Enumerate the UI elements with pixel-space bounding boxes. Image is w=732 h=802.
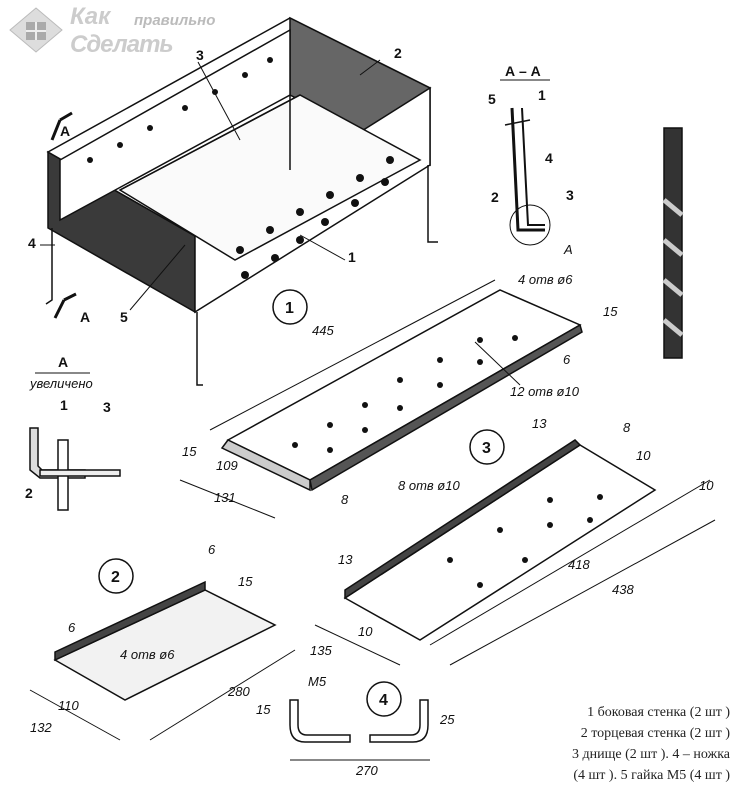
logo-word-3: Сделать	[70, 31, 174, 58]
part-3-dim-10-a: 10	[636, 448, 651, 463]
section-a-a: А – А 5 1 4 2 3 А	[488, 63, 574, 257]
part-2-dim-6-top: 6	[208, 542, 216, 557]
part-2-holes: 4 отв ø6	[120, 647, 175, 662]
section-title: А – А	[505, 63, 541, 79]
part-2-width-inner: 110	[58, 698, 79, 713]
detail-title: А	[58, 354, 68, 370]
part-2-height: 15	[238, 574, 253, 589]
detail-label-2: 2	[25, 485, 33, 501]
part-3-number: 3	[482, 440, 491, 457]
assembly-label-a-bottom: А	[80, 309, 90, 325]
part-4-length: 270	[355, 763, 378, 778]
part-1-flange: 6	[563, 352, 571, 367]
part-4-thread: M5	[308, 674, 327, 689]
parts-legend: 1 боковая стенка (2 шт ) 2 торцевая стен…	[505, 702, 730, 786]
part-3-width: 135	[310, 643, 332, 658]
part-4-height-left: 15	[256, 702, 271, 717]
part-3-holes: 8 отв ø10	[398, 478, 460, 493]
part-4-number: 4	[379, 692, 388, 709]
assembly-label-1: 1	[348, 249, 356, 265]
part-3-dim-13-left: 13	[338, 552, 353, 567]
section-label-2: 2	[491, 189, 499, 205]
drill-bit-image	[662, 127, 684, 359]
assembly-label-3: 3	[196, 47, 204, 63]
part-1-flange-bottom: 8	[341, 492, 349, 507]
part-3-dim-13-top: 13	[532, 416, 547, 431]
part-1-number: 1	[285, 300, 294, 317]
section-label-1: 1	[538, 87, 546, 103]
logo-word-2: правильно	[134, 12, 216, 29]
part-3-length-outer: 438	[612, 582, 634, 597]
section-label-4: 4	[545, 150, 553, 166]
part-1-height-left: 15	[182, 444, 197, 459]
part-1-length: 445	[312, 323, 334, 338]
section-label-a: А	[563, 242, 573, 257]
assembly-label-a-top: А	[60, 123, 70, 139]
part-3-bottom: 3 13 8 10 10 8 отв ø10 418 438 13 10 135	[310, 416, 716, 666]
assembly-label-4: 4	[28, 235, 36, 251]
house-icon	[9, 7, 63, 53]
detail-label-3: 3	[103, 399, 111, 415]
part-1-side-wall: 1 445 4 отв ø6 15 6 12 отв ø10 15 109 13…	[179, 272, 618, 519]
part-1-holes-small: 4 отв ø6	[518, 272, 573, 287]
part-2-number: 2	[111, 569, 120, 586]
logo-word-1: Как	[70, 3, 111, 30]
section-label-5: 5	[488, 91, 496, 107]
part-2-width-outer: 132	[30, 720, 52, 735]
site-logo: Как правильно Сделать	[8, 3, 215, 64]
legend-line-1: 1 боковая стенка (2 шт )	[587, 705, 730, 720]
part-1-holes-large: 12 отв ø10	[510, 384, 580, 399]
part-1-width-outer: 131	[214, 490, 236, 505]
legend-line-3: 3 днище (2 шт ). 4 – ножка	[572, 747, 730, 762]
assembly-label-2: 2	[394, 45, 402, 61]
part-3-dim-8: 8	[623, 420, 631, 435]
part-3-dim-10-b: 10	[699, 478, 714, 493]
part-2-end-wall: 2 6 15 6 4 отв ø6 280 110 132	[29, 542, 296, 741]
assembly-view: 3 2 А 4 А 5 1	[28, 16, 438, 386]
assembly-label-5: 5	[120, 309, 128, 325]
part-3-dim-10-left: 10	[358, 624, 373, 639]
detail-a: А увеличено 1 3 2	[25, 354, 121, 511]
section-label-3: 3	[566, 187, 574, 203]
part-4-leg: 4 M5 15 25 270	[256, 674, 455, 778]
part-1-width-inner: 109	[216, 458, 238, 473]
part-3-length-inner: 418	[568, 557, 590, 572]
part-1-height: 15	[603, 304, 618, 319]
detail-subtitle: увеличено	[29, 376, 93, 391]
part-2-length: 280	[227, 684, 250, 699]
part-2-dim-6-left: 6	[68, 620, 76, 635]
part-4-height-right: 25	[439, 712, 455, 727]
legend-line-2: 2 торцевая стенка (2 шт )	[580, 726, 730, 741]
legend-line-4: (4 шт ). 5 гайка M5 (4 шт )	[573, 768, 730, 783]
detail-label-1: 1	[60, 397, 68, 413]
